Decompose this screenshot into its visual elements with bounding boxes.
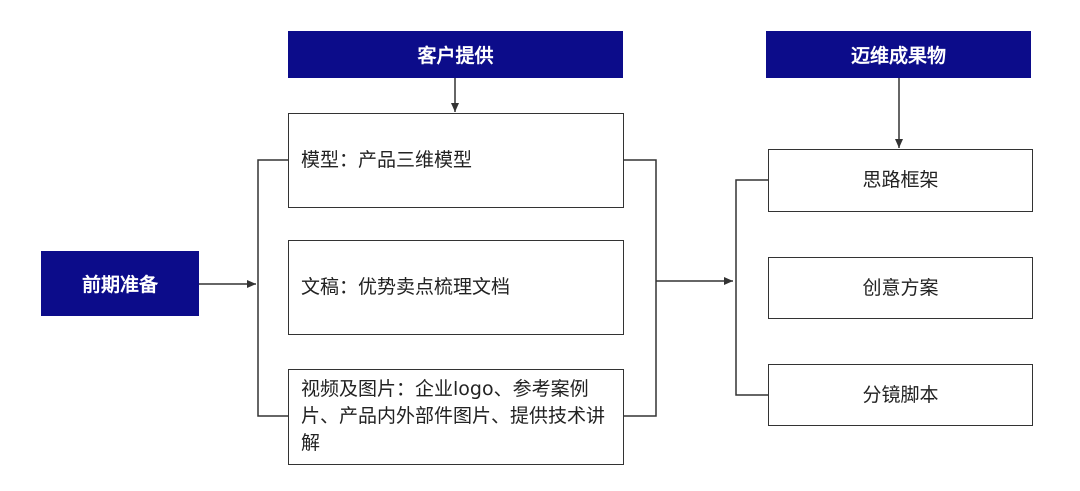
output-item-storyboard: 分镜脚本 (768, 364, 1033, 426)
output-bracket (735, 179, 768, 396)
client-item-model: 模型：产品三维模型 (288, 113, 624, 208)
right-bracket (624, 159, 657, 417)
client-item-document: 文稿：优势卖点梳理文档 (288, 240, 624, 335)
left-bracket (257, 159, 288, 417)
header-deliverables: 迈维成果物 (766, 31, 1031, 78)
client-item-media: 视频及图片：企业logo、参考案例片、产品内外部件图片、提供技术讲解 (288, 369, 624, 465)
output-item-framework: 思路框架 (768, 149, 1033, 212)
header-client-provided: 客户提供 (288, 31, 623, 78)
output-item-creative-plan: 创意方案 (768, 257, 1033, 319)
header-preparation: 前期准备 (41, 251, 199, 316)
